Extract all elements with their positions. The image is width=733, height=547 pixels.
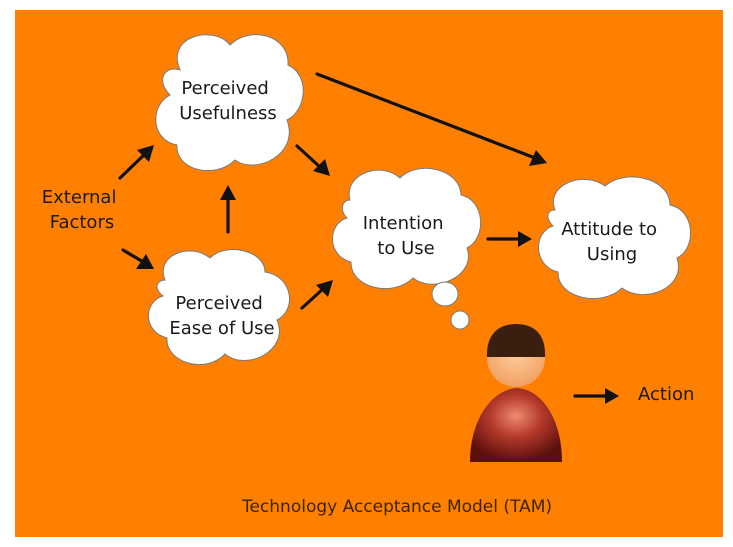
action-label: Action <box>638 384 694 405</box>
arrow-intention-to-attitude <box>486 231 532 247</box>
arrow-usefulness-to-attitude <box>315 72 547 166</box>
cloud-attitude-to-using <box>538 176 691 300</box>
intention-to-use-label: Intention to Use <box>363 213 449 259</box>
thought-bubble-icon <box>431 281 470 330</box>
tam-diagram: Perceived Usefulness Perceived Ease of U… <box>42 34 694 517</box>
arrow-usefulness-to-intention <box>295 144 330 176</box>
arrow-external-to-usefulness <box>118 145 154 180</box>
person-icon <box>470 324 562 462</box>
arrow-ease-to-usefulness <box>220 185 236 234</box>
attitude-to-using-label: Attitude to Using <box>561 219 663 265</box>
external-factors-label: External Factors <box>42 187 122 233</box>
arrow-external-to-ease-of-use <box>121 248 154 269</box>
diagram-canvas: Perceived Usefulness Perceived Ease of U… <box>15 10 723 537</box>
arrow-ease-to-intention <box>300 280 333 310</box>
cloud-perceived-ease-of-use <box>148 249 290 365</box>
perceived-usefulness-label: Perceived Usefulness <box>179 78 277 124</box>
arrow-person-to-action <box>573 388 619 404</box>
cloud-intention-to-use <box>332 167 481 289</box>
cloud-perceived-usefulness <box>155 34 304 172</box>
perceived-ease-of-use-label: Perceived Ease of Use <box>169 293 274 339</box>
diagram-caption: Technology Acceptance Model (TAM) <box>241 497 552 517</box>
